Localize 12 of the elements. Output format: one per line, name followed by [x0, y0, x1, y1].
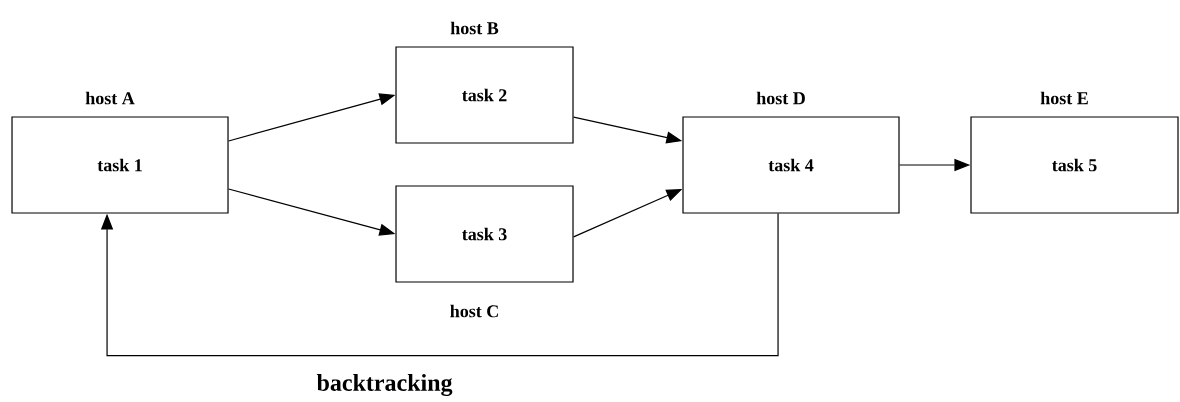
edge-label: backtracking [315, 372, 454, 398]
host-label: host C [450, 304, 498, 318]
task-box: task 2 [395, 46, 574, 144]
task-box: task 4 [682, 116, 900, 214]
task-box: task 1 [11, 116, 229, 214]
host-label: host E [1040, 91, 1088, 105]
arrow [100, 213, 779, 357]
task-box: task 3 [395, 185, 574, 283]
host-label: host D [756, 91, 805, 105]
host-label: host B [450, 21, 499, 35]
host-label: host A [85, 91, 135, 105]
task-box: task 5 [970, 116, 1179, 214]
